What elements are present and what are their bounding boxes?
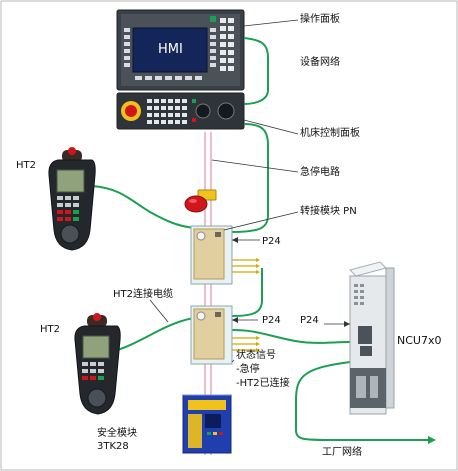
- leader-adapter-module: [223, 211, 299, 231]
- plant-network-label: 工厂网络: [322, 447, 362, 458]
- adapter-module-1: [190, 225, 260, 285]
- leader-machine-control-panel: [243, 119, 299, 135]
- status-estop-label: -急停: [236, 364, 260, 375]
- ht2-handheld-top: [48, 147, 96, 251]
- leader-estop-circuit: [211, 159, 299, 173]
- hmi-screen: [132, 27, 208, 73]
- ht2-handheld-bottom: [74, 313, 121, 415]
- adapter-module-2: [190, 305, 260, 365]
- ht2-bottom-label: HT2: [40, 324, 60, 335]
- estop-circuit-label: 急停电路: [300, 167, 340, 178]
- adapter-module-label: 转接模块 PN: [300, 206, 357, 217]
- estop-button: [184, 189, 217, 213]
- ht2-top-label: HT2: [16, 160, 36, 171]
- device-network-label: 设备网络: [300, 57, 340, 68]
- machine-control-panel: [116, 92, 245, 130]
- p24-label-c: P24: [300, 315, 319, 326]
- safety-module-label-1: 安全模块: [97, 428, 137, 439]
- safety-module-label-2: 3TK28: [97, 441, 129, 452]
- status-signal-label: 状态信号: [236, 350, 276, 361]
- p24-label-b: P24: [262, 315, 281, 326]
- operator-panel-label: 操作面板: [300, 14, 340, 25]
- ht2-cable-label: HT2连接电缆: [113, 289, 173, 300]
- safety-module: [182, 394, 232, 454]
- operator-panel: [116, 9, 245, 91]
- ncu-module: [349, 261, 395, 415]
- status-ht2-label: -HT2已连接: [236, 378, 290, 389]
- machine-control-panel-label: 机床控制面板: [300, 128, 360, 139]
- network-lines: [91, 37, 428, 441]
- leader-operator-panel: [243, 19, 299, 27]
- p24-label-a: P24: [262, 236, 281, 247]
- hmi-label: HMI: [158, 42, 183, 57]
- plant-network-arrow: [428, 436, 436, 444]
- leader-ht2-cable: [149, 299, 169, 323]
- ncu-label: NCU7x0: [397, 334, 442, 347]
